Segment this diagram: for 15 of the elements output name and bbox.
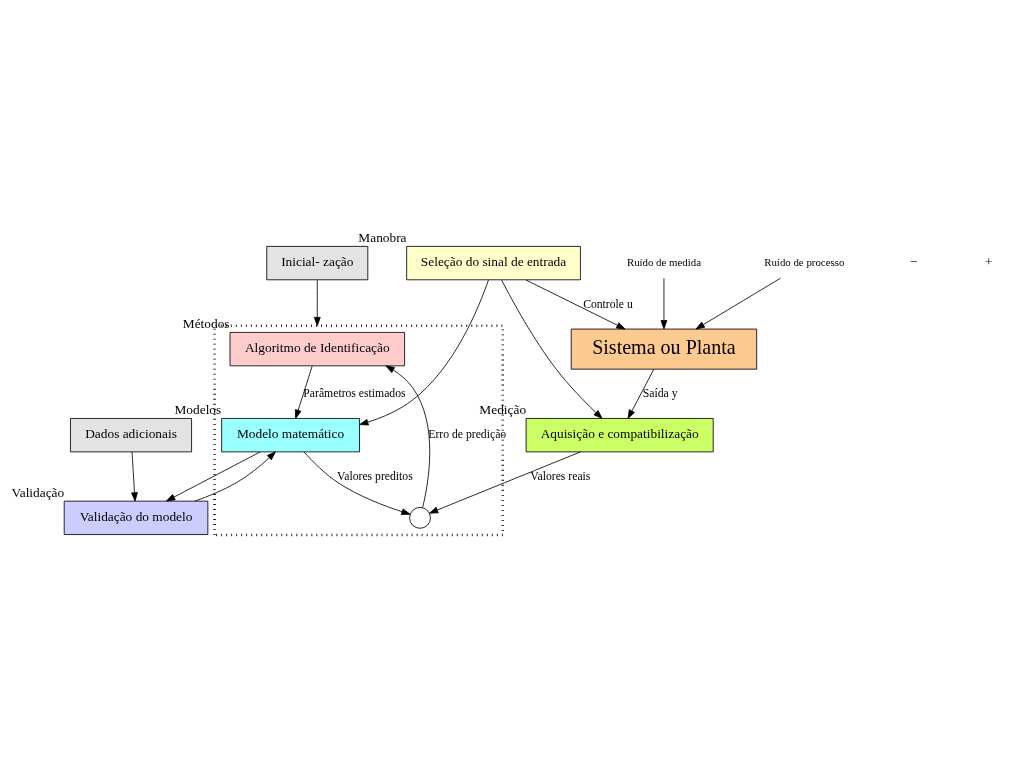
node-label: Modelos bbox=[174, 401, 222, 417]
node-label: Validação bbox=[11, 484, 65, 500]
edge-label: Erro de predição bbox=[428, 427, 507, 441]
label: − bbox=[909, 253, 918, 269]
edge-label: Controle u bbox=[583, 297, 633, 311]
edge-label: Valores reais bbox=[530, 469, 591, 483]
node-text: Ruído de medida bbox=[626, 255, 701, 268]
label: + bbox=[985, 253, 993, 269]
node-label: Medição bbox=[479, 401, 527, 417]
node-text: Ruído de processo bbox=[764, 255, 845, 268]
node-label: Manobra bbox=[358, 229, 407, 245]
edge-label: Valores preditos bbox=[337, 469, 413, 483]
node-label: Métodos bbox=[182, 315, 230, 331]
edge-label: Parâmetros estimados bbox=[303, 386, 406, 400]
edge-label: Saída y bbox=[642, 386, 678, 400]
